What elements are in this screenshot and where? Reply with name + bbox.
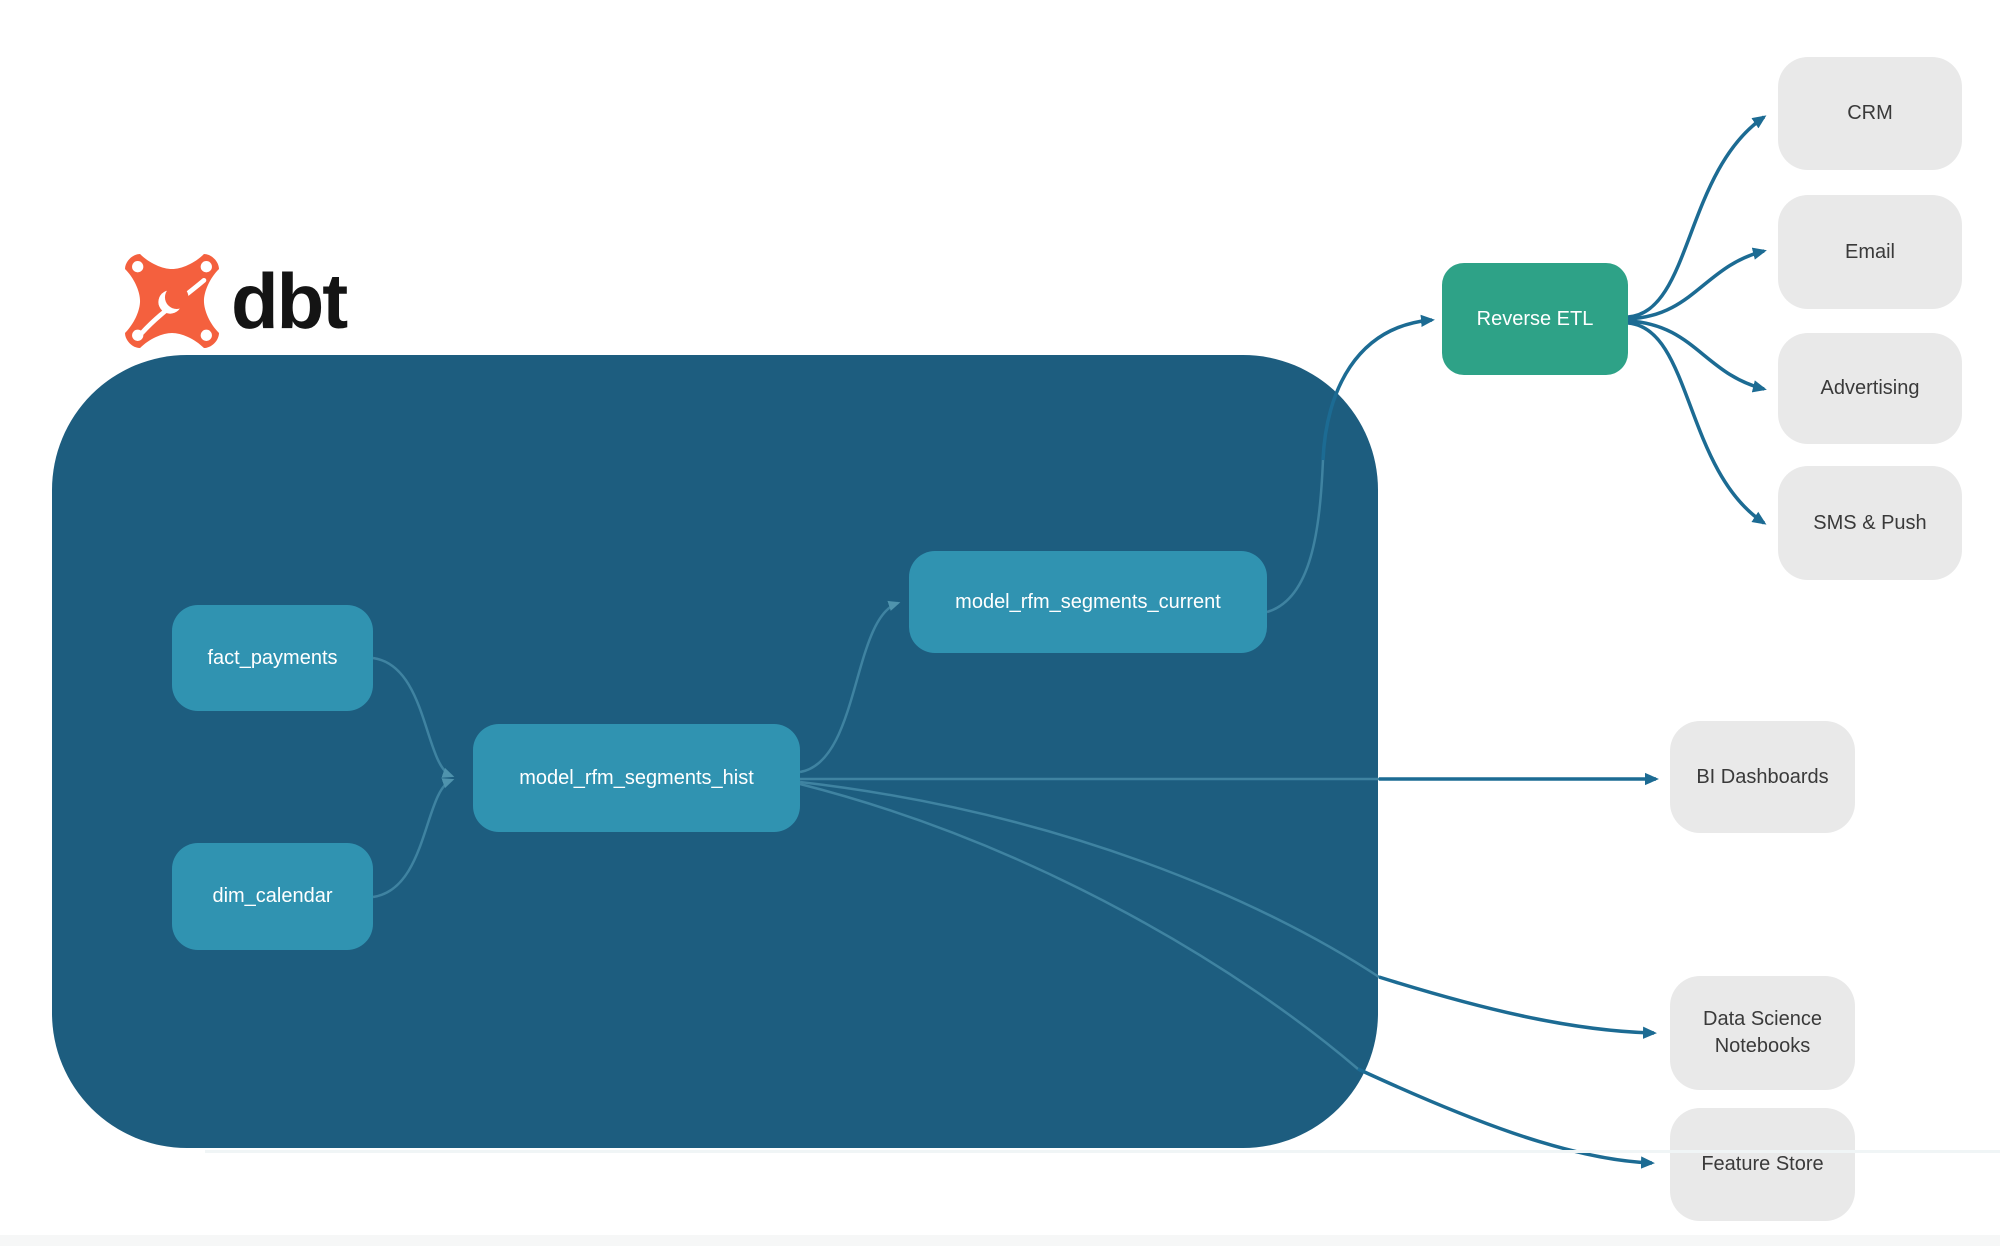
- edge-reverse-etl-to-sms-push: [1627, 321, 1767, 525]
- edge-reverse-etl-to-crm: [1627, 115, 1767, 319]
- node-model-rfm-segments-current: model_rfm_segments_current: [909, 551, 1267, 653]
- node-email: Email: [1778, 195, 1962, 309]
- node-crm: CRM: [1778, 57, 1962, 170]
- faint-divider-line: [205, 1150, 2000, 1153]
- dbt-flame-icon: [125, 254, 219, 348]
- edge-hist-to-feature-store: [1357, 1067, 1655, 1169]
- dbt-logo-text: dbt: [231, 257, 348, 345]
- node-dim-calendar: dim_calendar: [172, 843, 373, 950]
- node-reverse-etl: Reverse ETL: [1442, 263, 1628, 375]
- bottom-strip: [0, 1235, 2000, 1246]
- node-fact-payments: fact_payments: [172, 605, 373, 711]
- node-advertising: Advertising: [1778, 333, 1962, 444]
- node-sms-push: SMS & Push: [1778, 466, 1962, 580]
- node-data-science-notebooks: Data Science Notebooks: [1670, 976, 1855, 1090]
- dbt-logo: dbt: [125, 254, 348, 348]
- node-feature-store: Feature Store: [1670, 1108, 1855, 1221]
- node-bi-dashboards: BI Dashboards: [1670, 721, 1855, 833]
- edge-reverse-etl-to-email: [1627, 247, 1767, 321]
- edge-hist-to-data-science-notebooks: [1378, 975, 1657, 1039]
- node-model-rfm-segments-hist: model_rfm_segments_hist: [473, 724, 800, 832]
- edge-reverse-etl-to-advertising: [1627, 319, 1767, 393]
